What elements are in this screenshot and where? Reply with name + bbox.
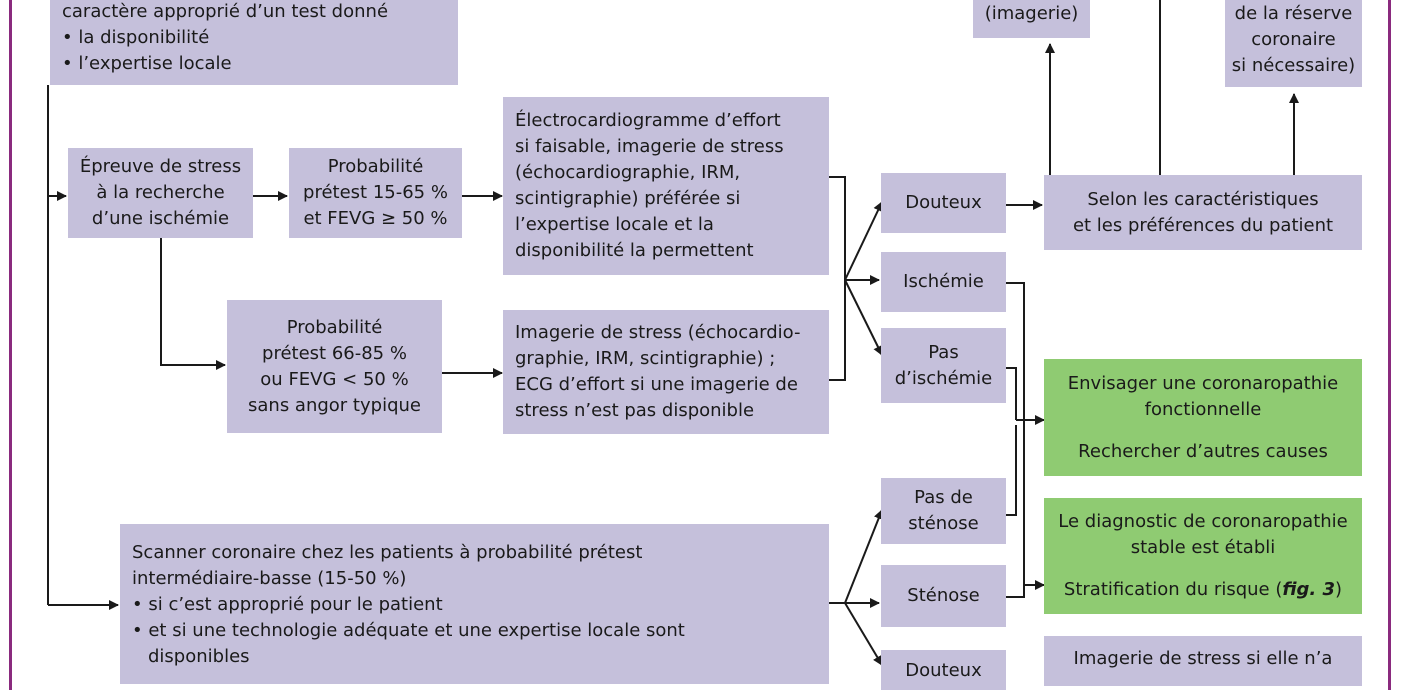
risk-strat-line: Stratification du risque (fig. 3) xyxy=(1064,577,1342,603)
reserve-box: de la réserve coronaire si nécessaire) xyxy=(1225,0,1362,87)
merge-bracket xyxy=(829,176,846,381)
stable-line-2: stable est établi xyxy=(1130,537,1276,558)
functional-line-3: Rechercher d’autres causes xyxy=(1078,440,1328,462)
functional-line-1: Envisager une coronaropathie xyxy=(1067,372,1339,394)
douteux-box: Douteux xyxy=(881,173,1006,233)
stress-imaging-box: Imagerie de stress (échocardio- graphie,… xyxy=(503,310,829,434)
criteria-line-2: • la disponibilité xyxy=(62,27,210,48)
arrow-to-stable xyxy=(1006,580,1045,598)
ecg-effort-box: Électrocardiogramme d’effort si faisable… xyxy=(503,97,829,275)
arrow-to-douteux-bottom xyxy=(844,602,883,666)
douteux-bottom-box: Douteux xyxy=(881,650,1006,690)
reserve-line-2: coronaire xyxy=(1251,29,1336,50)
pas-ischemie-box: Pas d’ischémie xyxy=(881,328,1006,403)
selon-line-2: et les préférences du patient xyxy=(1072,214,1334,236)
stress-imaging-line-2: graphie, IRM, scintigraphie) ; xyxy=(515,348,776,369)
stress-imaging-line-1: Imagerie de stress (échocardio- xyxy=(515,322,801,343)
prob-high-line-2: prétest 66-85 % xyxy=(262,342,407,364)
ct-line-2: intermédiaire-basse (15-50 %) xyxy=(132,568,407,589)
pas-stenose-line-2: sténose xyxy=(908,513,979,534)
ecg-line-6: disponibilité la permettent xyxy=(515,240,754,261)
douteux-bottom-label: Douteux xyxy=(905,660,982,681)
stress-search-box: Épreuve de stress à la recherche d’une i… xyxy=(68,148,253,238)
stress-if-box: Imagerie de stress si elle n’a xyxy=(1044,636,1362,686)
arrow-to-pas-ischemie xyxy=(844,279,883,356)
prob-high-line-1: Probabilité xyxy=(286,316,383,338)
pas-stenose-line-1: Pas de xyxy=(914,487,973,508)
stress-search-line-3: d’une ischémie xyxy=(91,208,230,229)
pas-stenose-box: Pas de sténose xyxy=(881,478,1006,544)
prob-low-line-1: Probabilité xyxy=(327,156,424,177)
reserve-line-3: si nécessaire) xyxy=(1231,55,1356,76)
stress-search-line-1: Épreuve de stress xyxy=(79,156,242,177)
figure-reference: fig. 3 xyxy=(1282,579,1336,600)
pas-ischemie-line-1: Pas xyxy=(928,341,959,363)
risk-strat-text: Stratification du risque ( xyxy=(1063,579,1283,600)
ecg-line-1: Électrocardiogramme d’effort xyxy=(515,110,781,131)
ecg-line-5: l’expertise locale et la xyxy=(515,214,714,235)
imagerie-label: (imagerie) xyxy=(984,3,1079,24)
stress-if-line-1: Imagerie de stress si elle n’a xyxy=(1073,648,1333,669)
functional-result-box: Envisager une coronaropathie fonctionnel… xyxy=(1044,359,1362,476)
pas-ischemie-line-2: d’ischémie xyxy=(894,367,993,389)
douteux-label: Douteux xyxy=(905,192,982,213)
prob-low-line-3: et FEVG ≥ 50 % xyxy=(303,208,448,229)
prob-high-box: Probabilité prétest 66-85 % ou FEVG < 50… xyxy=(227,300,442,433)
functional-line-2: fonctionnelle xyxy=(1144,398,1262,420)
ct-line-5: disponibles xyxy=(148,646,250,667)
criteria-box: caractère approprié d’un test donné • la… xyxy=(50,0,458,85)
prob-high-line-4: sans angor typique xyxy=(248,394,421,416)
arrow-to-pas-stenose xyxy=(844,509,884,604)
ischemie-line xyxy=(1006,282,1025,585)
stress-imaging-line-4: stress n’est pas disponible xyxy=(515,400,755,421)
ct-line-1: Scanner coronaire chez les patients à pr… xyxy=(132,542,643,563)
pas-lines xyxy=(1006,367,1017,516)
ct-line-4: • et si une technologie adéquate et une … xyxy=(132,620,685,641)
selon-line-1: Selon les caractéristiques xyxy=(1087,188,1319,210)
risk-close-paren: ) xyxy=(1335,579,1343,600)
imagerie-box: (imagerie) xyxy=(973,0,1090,38)
connector-lines xyxy=(47,0,1299,666)
prob-low-box: Probabilité prétest 15-65 % et FEVG ≥ 50… xyxy=(289,148,462,238)
ischemie-box: Ischémie xyxy=(881,252,1006,312)
ecg-line-2: si faisable, imagerie de stress xyxy=(515,136,784,157)
figure-frame xyxy=(9,0,1391,690)
stenose-label: Sténose xyxy=(907,585,980,606)
ct-scanner-box: Scanner coronaire chez les patients à pr… xyxy=(120,524,829,684)
reserve-line-1: de la réserve xyxy=(1234,3,1353,24)
ecg-line-3: (échocardiographie, IRM, xyxy=(515,162,741,183)
stenose-box: Sténose xyxy=(881,565,1006,627)
arrow-to-douteux xyxy=(844,201,883,281)
prob-high-line-3: ou FEVG < 50 % xyxy=(260,368,409,390)
criteria-line-1: caractère approprié d’un test donné xyxy=(62,1,389,22)
stress-imaging-line-3: ECG d’effort si une imagerie de xyxy=(515,374,798,395)
ecg-line-4: scintigraphie) préférée si xyxy=(515,188,741,209)
ischemie-label: Ischémie xyxy=(903,271,984,292)
arrow-to-prob-high xyxy=(160,238,226,370)
selon-box: Selon les caractéristiques et les préfér… xyxy=(1044,175,1362,250)
prob-low-line-2: prétest 15-65 % xyxy=(303,182,448,203)
stress-search-line-2: à la recherche xyxy=(96,182,225,203)
criteria-line-3: • l’expertise locale xyxy=(62,53,232,74)
ct-line-3: • si c’est approprié pour le patient xyxy=(132,594,443,615)
stable-line-1: Le diagnostic de coronaropathie xyxy=(1058,511,1348,532)
stable-diagnosis-box: Le diagnostic de coronaropathie stable e… xyxy=(1044,498,1362,614)
